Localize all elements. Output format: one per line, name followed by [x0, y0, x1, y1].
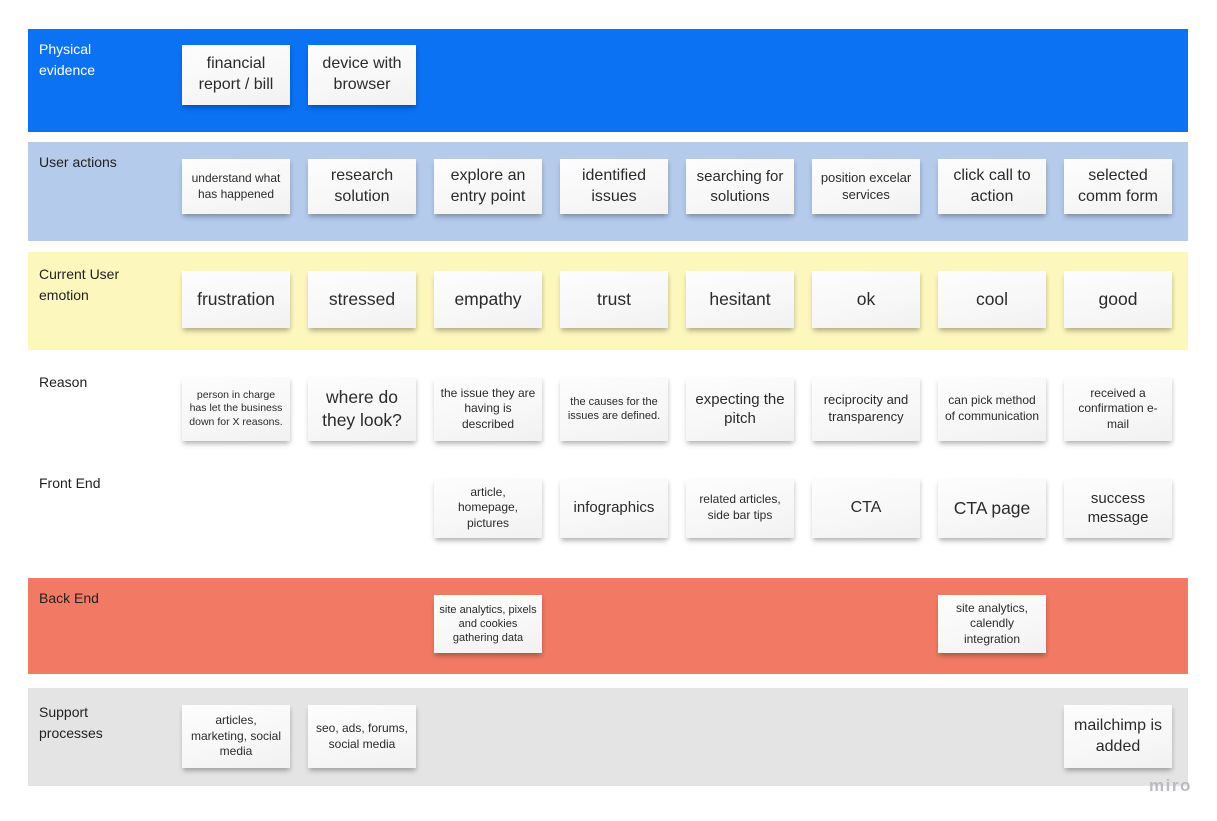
sticky-note[interactable]: trust [560, 271, 668, 328]
sticky-note[interactable]: success message [1064, 478, 1172, 538]
sticky-note[interactable]: device with browser [308, 45, 416, 105]
sticky-note[interactable]: searching for solutions [686, 159, 794, 214]
sticky-note[interactable]: the issue they are having is described [434, 377, 542, 441]
sticky-note[interactable]: understand what has happened [182, 159, 290, 214]
row-label-physical-evidence: Physical evidence [39, 41, 96, 78]
row-front-end[interactable]: Front End article, homepage, pictures in… [28, 463, 1188, 565]
sticky-note[interactable]: ok [812, 271, 920, 328]
row-back-end[interactable]: Back End site analytics, pixels and cook… [28, 578, 1188, 674]
sticky-note[interactable]: financial report / bill [182, 45, 290, 105]
sticky-note[interactable]: position excelar services [812, 159, 920, 214]
row-label-current-user-emotion: Current User emotion [39, 266, 120, 303]
miro-watermark: miro [1149, 776, 1192, 795]
row-user-actions[interactable]: User actions understand what has happene… [28, 142, 1188, 241]
sticky-note[interactable]: mailchimp is added [1064, 705, 1172, 768]
sticky-note[interactable]: infographics [560, 478, 668, 538]
sticky-note[interactable]: can pick method of communication [938, 377, 1046, 441]
sticky-note[interactable]: research solution [308, 159, 416, 214]
sticky-note[interactable]: hesitant [686, 271, 794, 328]
sticky-note[interactable]: frustration [182, 271, 290, 328]
sticky-note[interactable]: click call to action [938, 159, 1046, 214]
sticky-note[interactable]: explore an entry point [434, 159, 542, 214]
sticky-note[interactable]: articles, marketing, social media [182, 705, 290, 768]
sticky-note[interactable]: article, homepage, pictures [434, 478, 542, 538]
sticky-note[interactable]: empathy [434, 271, 542, 328]
row-label-support-processes: Support processes [39, 704, 103, 741]
sticky-note[interactable]: expecting the pitch [686, 377, 794, 441]
sticky-note[interactable]: CTA page [938, 478, 1046, 538]
sticky-note[interactable]: site analytics, pixels and cookies gathe… [434, 595, 542, 653]
sticky-note[interactable]: person in charge has let the business do… [182, 377, 290, 441]
row-support-processes[interactable]: Support processes articles, marketing, s… [28, 688, 1188, 786]
sticky-note[interactable]: related articles, side bar tips [686, 478, 794, 538]
sticky-note[interactable]: reciprocity and transparency [812, 377, 920, 441]
sticky-note[interactable]: cool [938, 271, 1046, 328]
row-label-back-end: Back End [39, 590, 99, 606]
sticky-note[interactable]: the causes for the issues are defined. [560, 377, 668, 441]
row-label-front-end: Front End [39, 475, 101, 491]
sticky-note[interactable]: seo, ads, forums, social media [308, 705, 416, 768]
row-reason[interactable]: Reason person in charge has let the busi… [28, 362, 1188, 462]
row-label-reason: Reason [39, 374, 88, 390]
row-current-user-emotion[interactable]: Current User emotion frustration stresse… [28, 252, 1188, 350]
sticky-note[interactable]: identified issues [560, 159, 668, 214]
sticky-note[interactable]: where do they look? [308, 377, 416, 441]
sticky-note[interactable]: good [1064, 271, 1172, 328]
row-label-user-actions: User actions [39, 154, 117, 170]
sticky-note[interactable]: CTA [812, 478, 920, 538]
row-physical-evidence[interactable]: Physical evidence financial report / bil… [28, 29, 1188, 132]
sticky-note[interactable]: stressed [308, 271, 416, 328]
sticky-note[interactable]: received a confirmation e-mail [1064, 377, 1172, 441]
sticky-note[interactable]: site analytics, calendly integration [938, 595, 1046, 653]
sticky-note[interactable]: selected comm form [1064, 159, 1172, 214]
